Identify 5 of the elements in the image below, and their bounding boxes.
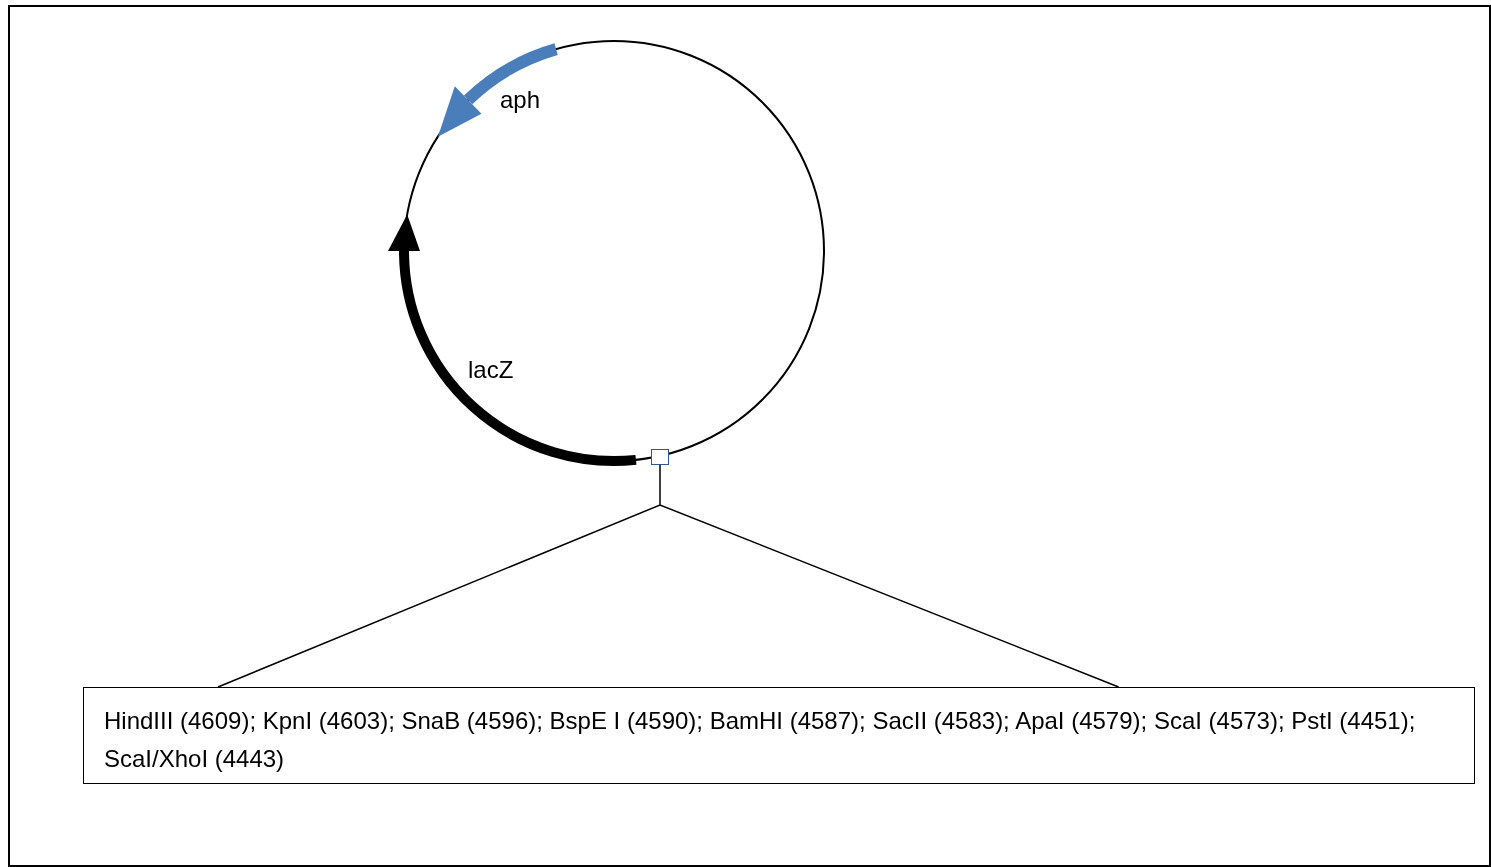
restriction-sites-box: HindIII (4609); KpnI (4603); SnaB (4596); BspE I (4590); BamHI (4587); SacII (4583); ApaI (4579); ScaI (4573); PstI (4451); ScaI/XhoI (4443)	[83, 687, 1475, 784]
cloning-site-marker	[651, 449, 669, 465]
expansion-lines	[217, 464, 1120, 688]
gene-label: lacZ	[468, 356, 514, 384]
gene-label: aph	[500, 86, 541, 114]
